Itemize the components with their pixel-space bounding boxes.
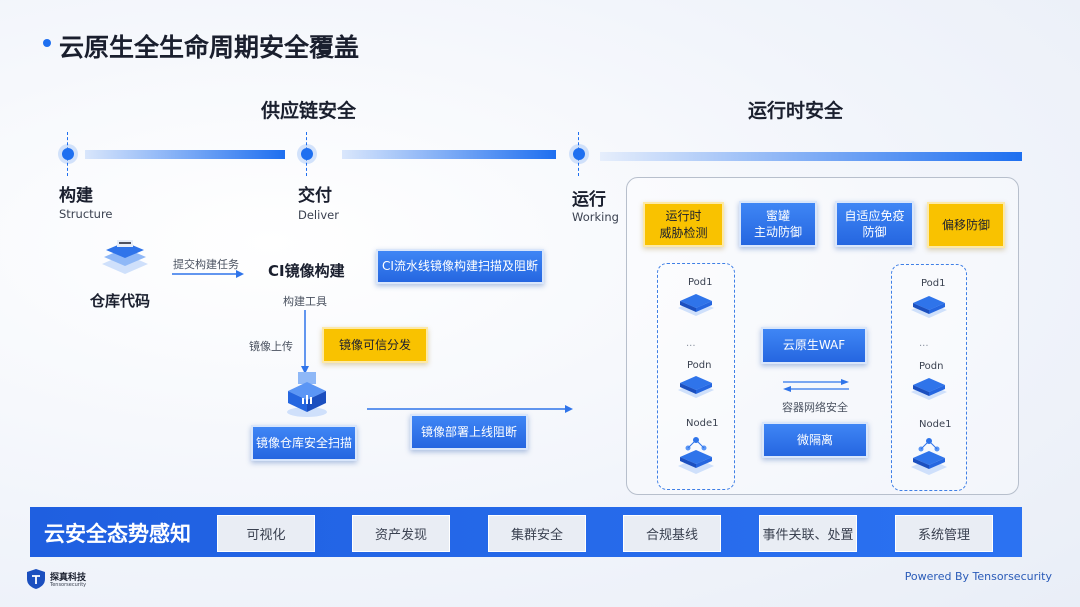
timeline-bar-deliver xyxy=(342,150,556,159)
powered-by-text: Powered By Tensorsecurity xyxy=(904,570,1052,583)
container-network-label: 容器网络安全 xyxy=(782,401,848,414)
timeline-bar-run xyxy=(600,152,1022,161)
cloud-native-waf-box: 云原生WAF xyxy=(761,327,867,364)
registry-scan-box: 镜像仓库安全扫描 xyxy=(251,425,357,461)
submit-task-label: 提交构建任务 xyxy=(173,258,239,271)
node1-left-label: Node1 xyxy=(686,418,719,429)
bottom-item-asset-discovery: 资产发现 xyxy=(352,515,450,552)
page-title: 云原生全生命周期安全覆盖 xyxy=(59,33,360,62)
deploy-block-box: 镜像部署上线阻断 xyxy=(410,414,528,450)
posture-awareness-title: 云安全态势感知 xyxy=(44,522,191,546)
pod-icon xyxy=(911,296,947,318)
image-registry-icon xyxy=(287,372,327,417)
repo-code-label: 仓库代码 xyxy=(90,292,151,310)
timeline-node-build xyxy=(62,148,74,160)
ci-build-label: CI镜像构建 xyxy=(268,262,345,280)
timeline-node-run xyxy=(573,148,585,160)
pod1-right-label: Pod1 xyxy=(921,278,946,289)
pod1-left-label: Pod1 xyxy=(688,277,713,288)
title-bullet xyxy=(43,39,51,47)
bottom-item-event-correlation: 事件关联、处置 xyxy=(759,515,857,552)
image-upload-arrow xyxy=(301,310,309,374)
node-icon xyxy=(911,438,947,475)
network-bidirectional-arrow xyxy=(783,379,849,392)
bottom-item-visualization: 可视化 xyxy=(217,515,315,552)
image-upload-label: 镜像上传 xyxy=(249,340,293,353)
pod-icon xyxy=(678,376,714,398)
trusted-distribution-box: 镜像可信分发 xyxy=(322,327,428,363)
pod-right-ellipsis: ... xyxy=(919,338,929,349)
logo-name: 探真科技 xyxy=(50,573,87,583)
podn-right-label: Podn xyxy=(919,361,944,372)
tensorsecurity-logo-icon xyxy=(27,569,45,589)
bottom-item-system-management: 系统管理 xyxy=(895,515,993,552)
node1-right-label: Node1 xyxy=(919,419,952,430)
pod-left-ellipsis: ... xyxy=(686,338,696,349)
section-title-supply-chain: 供应链安全 xyxy=(261,100,357,122)
build-tool-label: 构建工具 xyxy=(283,295,327,308)
stage-build-en: Structure xyxy=(59,207,113,221)
podn-left-label: Podn xyxy=(687,360,712,371)
bottom-item-compliance-baseline: 合规基线 xyxy=(623,515,721,552)
honeypot-defense-box: 蜜罐 主动防御 xyxy=(739,201,817,247)
ci-pipeline-scan-box: CI流水线镜像构建扫描及阻断 xyxy=(376,249,544,284)
timeline-bar-build xyxy=(85,150,285,159)
stage-run-cn: 运行 xyxy=(572,190,606,210)
deploy-arrow xyxy=(367,405,573,413)
section-title-runtime: 运行时安全 xyxy=(748,100,844,122)
timeline-node-deliver xyxy=(301,148,313,160)
pod-icon xyxy=(678,294,714,316)
runtime-threat-detection-box: 运行时 威胁检测 xyxy=(643,202,724,247)
code-repo-icon xyxy=(102,240,148,274)
stage-run-en: Working xyxy=(572,210,619,224)
node-icon xyxy=(678,437,714,474)
bottom-item-cluster-security: 集群安全 xyxy=(488,515,586,552)
stage-deliver-cn: 交付 xyxy=(298,186,332,206)
logo-subtitle: Tensorsecurity xyxy=(50,582,87,588)
pod-icon xyxy=(911,378,947,400)
stage-deliver-en: Deliver xyxy=(298,208,339,222)
micro-segmentation-box: 微隔离 xyxy=(762,422,868,458)
adaptive-immune-defense-box: 自适应免疫 防御 xyxy=(835,201,914,247)
drift-defense-box: 偏移防御 xyxy=(927,202,1005,248)
submit-task-arrow xyxy=(172,270,244,278)
stage-build-cn: 构建 xyxy=(59,186,93,206)
